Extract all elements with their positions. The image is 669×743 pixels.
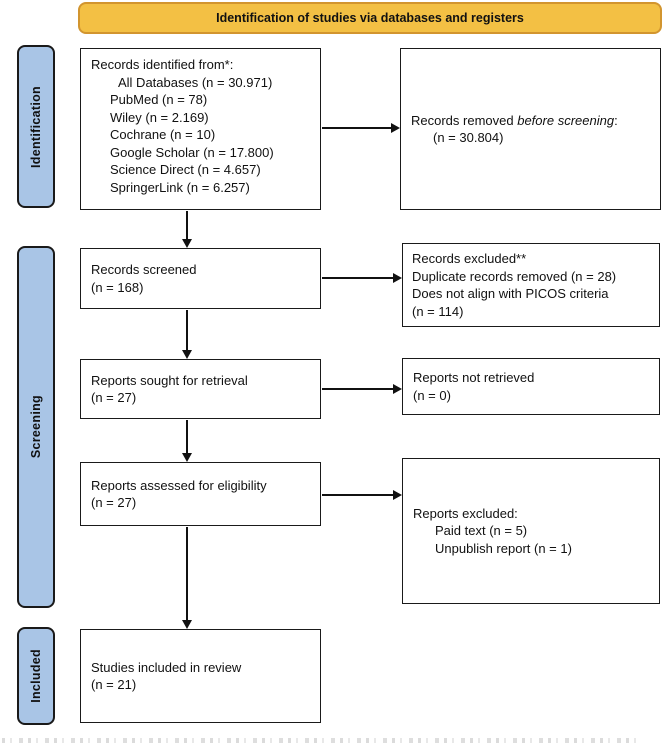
exclusion-reason: Does not align with PICOS criteria: [412, 286, 609, 301]
arrowhead-right-icon: [393, 490, 402, 500]
italic-phrase: before screening: [517, 112, 615, 128]
arrow-screened-to-excluded: [322, 277, 393, 279]
arrow-screened-to-sought: [186, 310, 188, 350]
box-title: Records excluded**: [412, 251, 527, 266]
arrow-assessed-to-excluded: [322, 494, 393, 496]
box-records-screened: Records screened (n = 168): [80, 248, 321, 309]
database-count: Wiley (n = 2.169): [110, 109, 209, 125]
count-line: (n = 30.804): [433, 130, 504, 145]
arrowhead-down-icon: [182, 350, 192, 359]
arrowhead-right-icon: [393, 273, 402, 283]
box-reports-not-retrieved: Reports not retrieved (n = 0): [402, 358, 660, 415]
stage-label-included: Included: [17, 627, 55, 725]
box-records-excluded: Records excluded** Duplicate records rem…: [402, 243, 660, 327]
count-line: (n = 21): [91, 677, 137, 692]
database-count: Google Scholar (n = 17.800): [110, 144, 274, 160]
box-title: Records identified from*:: [91, 57, 234, 72]
arrowhead-down-icon: [182, 620, 192, 629]
database-count: Cochrane (n = 10): [110, 127, 216, 142]
count-line: (n = 27): [91, 390, 137, 405]
stage-label-text: Identification: [29, 85, 43, 168]
box-title: Studies included in review: [91, 659, 242, 675]
arrow-identified-to-removed: [322, 127, 391, 129]
database-count: PubMed (n = 78): [110, 92, 208, 107]
box-reports-excluded: Reports excluded: Paid text (n = 5) Unpu…: [402, 458, 660, 604]
count-line: (n = 0): [413, 387, 451, 403]
exclusion-reason: Duplicate records removed (n = 28): [412, 268, 617, 284]
arrow-identified-to-screened: [186, 211, 188, 240]
stage-label-screening: Screening: [17, 246, 55, 608]
arrow-assessed-to-included: [186, 527, 188, 621]
box-title: Records screened: [91, 262, 197, 277]
header-banner: Identification of studies via databases …: [78, 2, 662, 34]
count-line: (n = 168): [91, 279, 144, 295]
box-title: Reports not retrieved: [413, 370, 535, 385]
box-title: Reports excluded:: [413, 505, 518, 521]
arrowhead-down-icon: [182, 239, 192, 248]
arrow-sought-to-assessed: [186, 420, 188, 454]
stage-label-text: Screening: [29, 395, 43, 459]
arrowhead-down-icon: [182, 453, 192, 462]
header-title: Identification of studies via databases …: [216, 11, 524, 25]
box-reports-sought: Reports sought for retrieval (n = 27): [80, 359, 321, 419]
database-count: SpringerLink (n = 6.257): [110, 179, 250, 195]
database-count: All Databases (n = 30.971): [118, 74, 273, 90]
box-studies-included: Studies included in review (n = 21): [80, 629, 321, 723]
arrowhead-right-icon: [393, 384, 402, 394]
box-title: Reports assessed for eligibility: [91, 477, 267, 493]
cropped-caption-strip: [2, 738, 642, 743]
database-count: Science Direct (n = 4.657): [110, 162, 261, 177]
arrowhead-right-icon: [391, 123, 400, 133]
count-line: (n = 27): [91, 495, 137, 510]
stage-label-identification: Identification: [17, 45, 55, 208]
count-line: (n = 114): [412, 303, 464, 319]
stage-label-text: Included: [29, 649, 43, 703]
box-title: Records removed before screening:: [411, 112, 618, 128]
box-records-removed: Records removed before screening: (n = 3…: [400, 48, 661, 210]
exclusion-reason: Paid text (n = 5): [435, 523, 528, 539]
box-reports-assessed: Reports assessed for eligibility (n = 27…: [80, 462, 321, 526]
arrow-sought-to-notretrieved: [322, 388, 393, 390]
exclusion-reason: Unpublish report (n = 1): [435, 540, 572, 556]
box-records-identified: Records identified from*: All Databases …: [80, 48, 321, 210]
box-title: Reports sought for retrieval: [91, 372, 248, 388]
